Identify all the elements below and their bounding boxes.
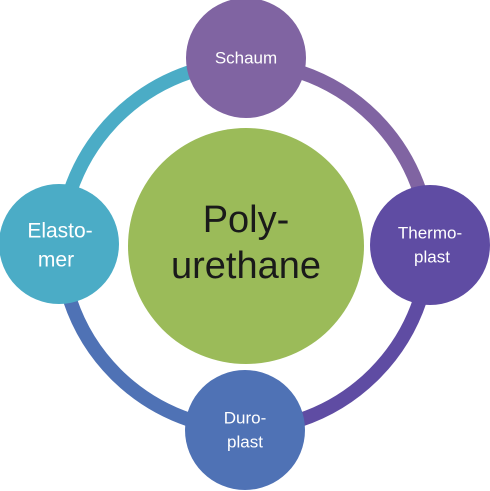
connector-elastomer-schaum <box>63 65 193 195</box>
node-elastomer-label-line1: Elasto- <box>27 220 92 243</box>
connector-duroplast-elastomer <box>63 297 193 427</box>
node-schaum: Schaum <box>186 0 306 118</box>
node-thermoplast: Thermo- plast <box>370 185 490 305</box>
node-elastomer-label-line2: mer <box>38 249 74 272</box>
center-circle <box>128 128 364 364</box>
node-duroplast-label-line1: Duro- <box>224 408 267 427</box>
node-thermoplast-label-line1: Thermo- <box>398 223 462 242</box>
connector-thermoplast-duroplast <box>297 297 427 427</box>
node-duroplast-label-line2: plast <box>227 432 263 451</box>
center-label-line2: urethane <box>171 245 321 287</box>
node-duroplast: Duro- plast <box>185 370 305 490</box>
node-thermoplast-label-line2: plast <box>414 247 450 266</box>
node-elastomer: Elasto- mer <box>0 184 119 304</box>
connector-schaum-thermoplast <box>297 65 427 195</box>
node-schaum-label: Schaum <box>215 48 277 67</box>
center-label-line1: Poly- <box>203 199 290 241</box>
